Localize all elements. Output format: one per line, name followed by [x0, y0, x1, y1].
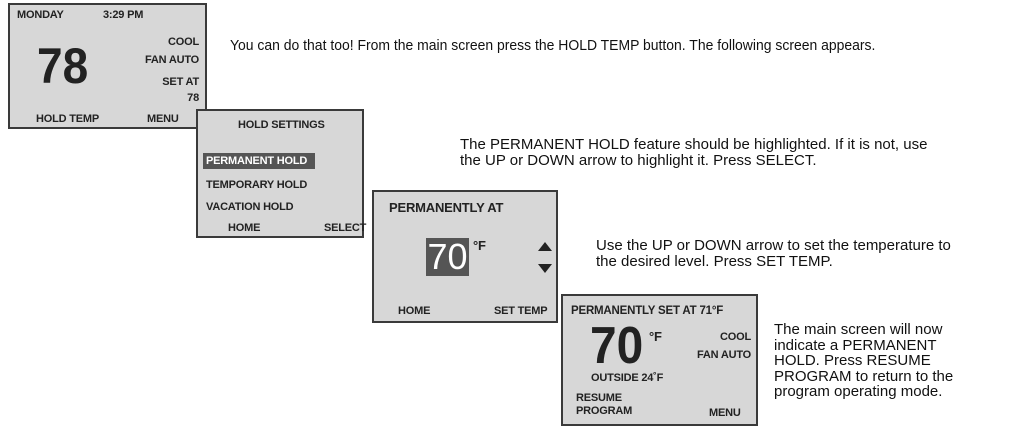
- select-button[interactable]: SELECT: [324, 222, 367, 234]
- hold-settings-screen: HOLD SETTINGS PERMANENT HOLD TEMPORARY H…: [196, 109, 367, 238]
- instruction-step3-line2: the desired level. Press SET TEMP.: [596, 253, 833, 270]
- instruction-step4-line: PROGRAM to return to the: [774, 367, 954, 385]
- option-vacation-hold[interactable]: VACATION HOLD: [206, 201, 294, 213]
- permanently-set-title: PERMANENTLY SET AT 71°F: [571, 305, 724, 317]
- set-temp-value: 70: [426, 236, 469, 277]
- permanently-at-title: PERMANENTLY AT: [389, 200, 504, 215]
- permanent-main-screen: PERMANENTLY SET AT 71°F 70 °F COOL FAN A…: [561, 294, 758, 426]
- instruction-step2-line2: the UP or DOWN arrow to highlight it. Pr…: [460, 152, 817, 169]
- time-label: 3:29 PM: [103, 9, 144, 21]
- hold-temp-button[interactable]: HOLD TEMP: [36, 113, 99, 125]
- option-permanent-hold[interactable]: PERMANENT HOLD: [203, 153, 316, 169]
- current-temp: 70: [590, 317, 644, 375]
- set-temp-button[interactable]: SET TEMP: [494, 305, 548, 317]
- instruction-step4: The main screen will now indicate a PERM…: [774, 322, 953, 400]
- instruction-step2-line1: The PERMANENT HOLD feature should be hig…: [460, 136, 928, 153]
- mode-label: COOL: [720, 331, 751, 343]
- instruction-step4-line: indicate a PERMANENT: [774, 336, 937, 354]
- fan-label: FAN AUTO: [144, 54, 199, 66]
- temp-unit: °F: [649, 329, 662, 344]
- option-temporary-hold[interactable]: TEMPORARY HOLD: [206, 179, 308, 191]
- day-label: MONDAY: [17, 9, 64, 21]
- resume-line2: PROGRAM: [576, 405, 633, 417]
- instruction-step4-line: The main screen will now: [774, 321, 943, 338]
- up-arrow-icon[interactable]: [538, 242, 552, 251]
- outside-temp: OUTSIDE 24˚F: [591, 372, 664, 384]
- instruction-step4-line: program operating mode.: [774, 383, 943, 400]
- home-button[interactable]: HOME: [228, 222, 261, 234]
- current-temp: 78: [37, 38, 89, 94]
- temp-unit: °F: [473, 238, 486, 253]
- instruction-step1: You can do that too! From the main scree…: [230, 37, 876, 54]
- resume-program-button[interactable]: RESUME PROGRAM: [576, 392, 632, 418]
- mode-label: COOL: [168, 36, 199, 48]
- set-at-label: SET AT: [162, 76, 199, 88]
- set-at-value: 78: [187, 92, 199, 104]
- home-button[interactable]: HOME: [398, 305, 431, 317]
- instruction-step3: Use the UP or DOWN arrow to set the temp…: [596, 238, 951, 270]
- menu-button[interactable]: MENU: [147, 113, 179, 125]
- instruction-step4-line: HOLD. Press RESUME: [774, 352, 931, 369]
- down-arrow-icon[interactable]: [538, 264, 552, 273]
- permanently-at-screen: PERMANENTLY AT 70 °F HOME SET TEMP: [372, 190, 558, 323]
- fan-label: FAN AUTO: [696, 349, 751, 361]
- main-screen: MONDAY 3:29 PM 78 COOL FAN AUTO SET AT 7…: [8, 3, 207, 129]
- instruction-step3-line1: Use the UP or DOWN arrow to set the temp…: [596, 237, 951, 254]
- menu-button[interactable]: MENU: [709, 407, 741, 419]
- hold-settings-title: HOLD SETTINGS: [238, 119, 325, 131]
- resume-line1: RESUME: [576, 392, 622, 404]
- instruction-step2: The PERMANENT HOLD feature should be hig…: [460, 137, 927, 169]
